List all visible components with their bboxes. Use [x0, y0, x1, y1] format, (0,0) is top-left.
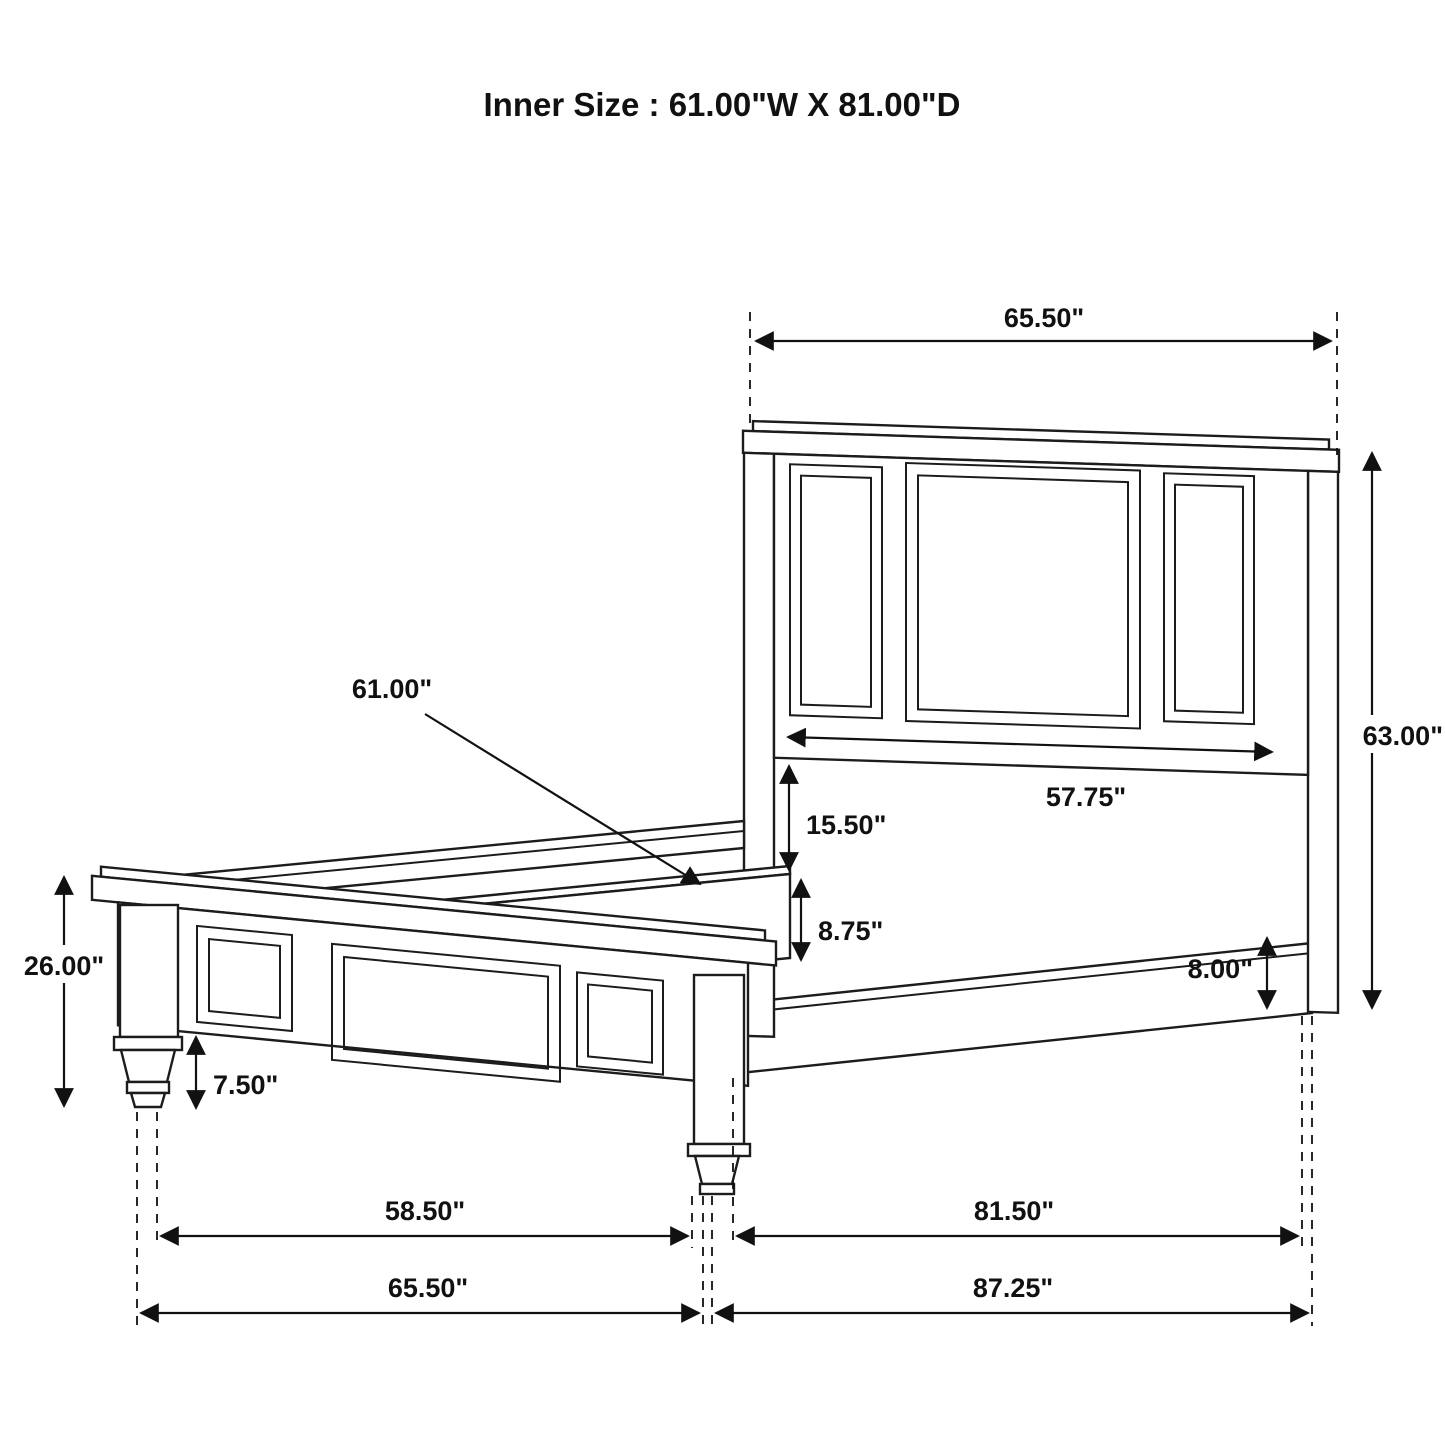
footboard — [90, 865, 778, 1088]
dim-label-headboard-gap: 15.50" — [806, 810, 886, 840]
dim-label-bg-footboard-height — [12, 945, 116, 983]
footboard-right-leg — [686, 973, 752, 1196]
dim-label-overall-depth: 87.25" — [973, 1273, 1053, 1303]
headboard-panel-left-outer — [789, 463, 883, 720]
right-rail-edge-line — [739, 952, 1313, 1014]
leader-arrow-slat — [424, 713, 702, 886]
dim-label-foot-height: 7.50" — [213, 1070, 278, 1100]
footboard-panel-right-inner — [587, 983, 653, 1064]
dim-label-headboard-height: 63.00" — [1363, 721, 1443, 751]
headboard-panel-right-inner — [1174, 483, 1244, 714]
footboard-panel-left-outer — [196, 924, 293, 1033]
dim-label-headboard-width: 65.50" — [1004, 303, 1084, 333]
headboard-panel-right-outer — [1163, 472, 1255, 726]
footboard-panel-right-outer — [576, 971, 664, 1076]
dim-arrow-headboard-inner-width — [786, 727, 1274, 762]
dim-label-bg-headboard-height — [1344, 715, 1445, 753]
dim-label-footboard-height: 26.00" — [24, 951, 104, 981]
dim-label-slat-width: 61.00" — [352, 674, 432, 704]
footboard-left-leg — [112, 903, 184, 1109]
headboard-panel-center-inner — [917, 474, 1129, 718]
left-foot-cup — [119, 1048, 177, 1084]
right-foot-ring-top — [686, 1142, 752, 1158]
right-foot-ring-bottom — [698, 1182, 736, 1196]
dim-label-footboard-width: 65.50" — [388, 1273, 468, 1303]
headboard-board — [772, 452, 1310, 777]
dim-label-footboard-inner-width: 58.50" — [385, 1196, 465, 1226]
footboard-panel-center-inner — [343, 955, 549, 1070]
right-leg — [692, 973, 746, 1146]
left-foot-ring-bottom — [125, 1080, 171, 1095]
left-leg — [118, 903, 180, 1039]
dimension-annotations: 65.50" 63.00" 61.00" 57.75" 15.50" 8.75"… — [12, 303, 1445, 1326]
left-rail-edge-line — [149, 830, 745, 889]
dim-label-center-rail-height: 8.75" — [818, 916, 883, 946]
headboard-right-post — [1306, 469, 1340, 1015]
dim-label-side-rail-height: 8.00" — [1188, 954, 1253, 984]
headboard-panel-center-outer — [905, 461, 1141, 730]
footboard-panel-left-inner — [208, 937, 281, 1019]
page-title: Inner Size : 61.00"W X 81.00"D — [484, 86, 961, 123]
footboard-board — [116, 901, 750, 1088]
headboard — [741, 419, 1341, 1039]
headboard-panel-left-inner — [800, 474, 872, 708]
left-foot-ring-top — [112, 1035, 184, 1052]
footboard-panel-center-outer — [331, 942, 561, 1083]
left-foot-pad — [129, 1091, 167, 1109]
dim-label-rail-length: 81.50" — [974, 1196, 1054, 1226]
dim-label-headboard-inner-width: 57.75" — [1046, 782, 1126, 812]
